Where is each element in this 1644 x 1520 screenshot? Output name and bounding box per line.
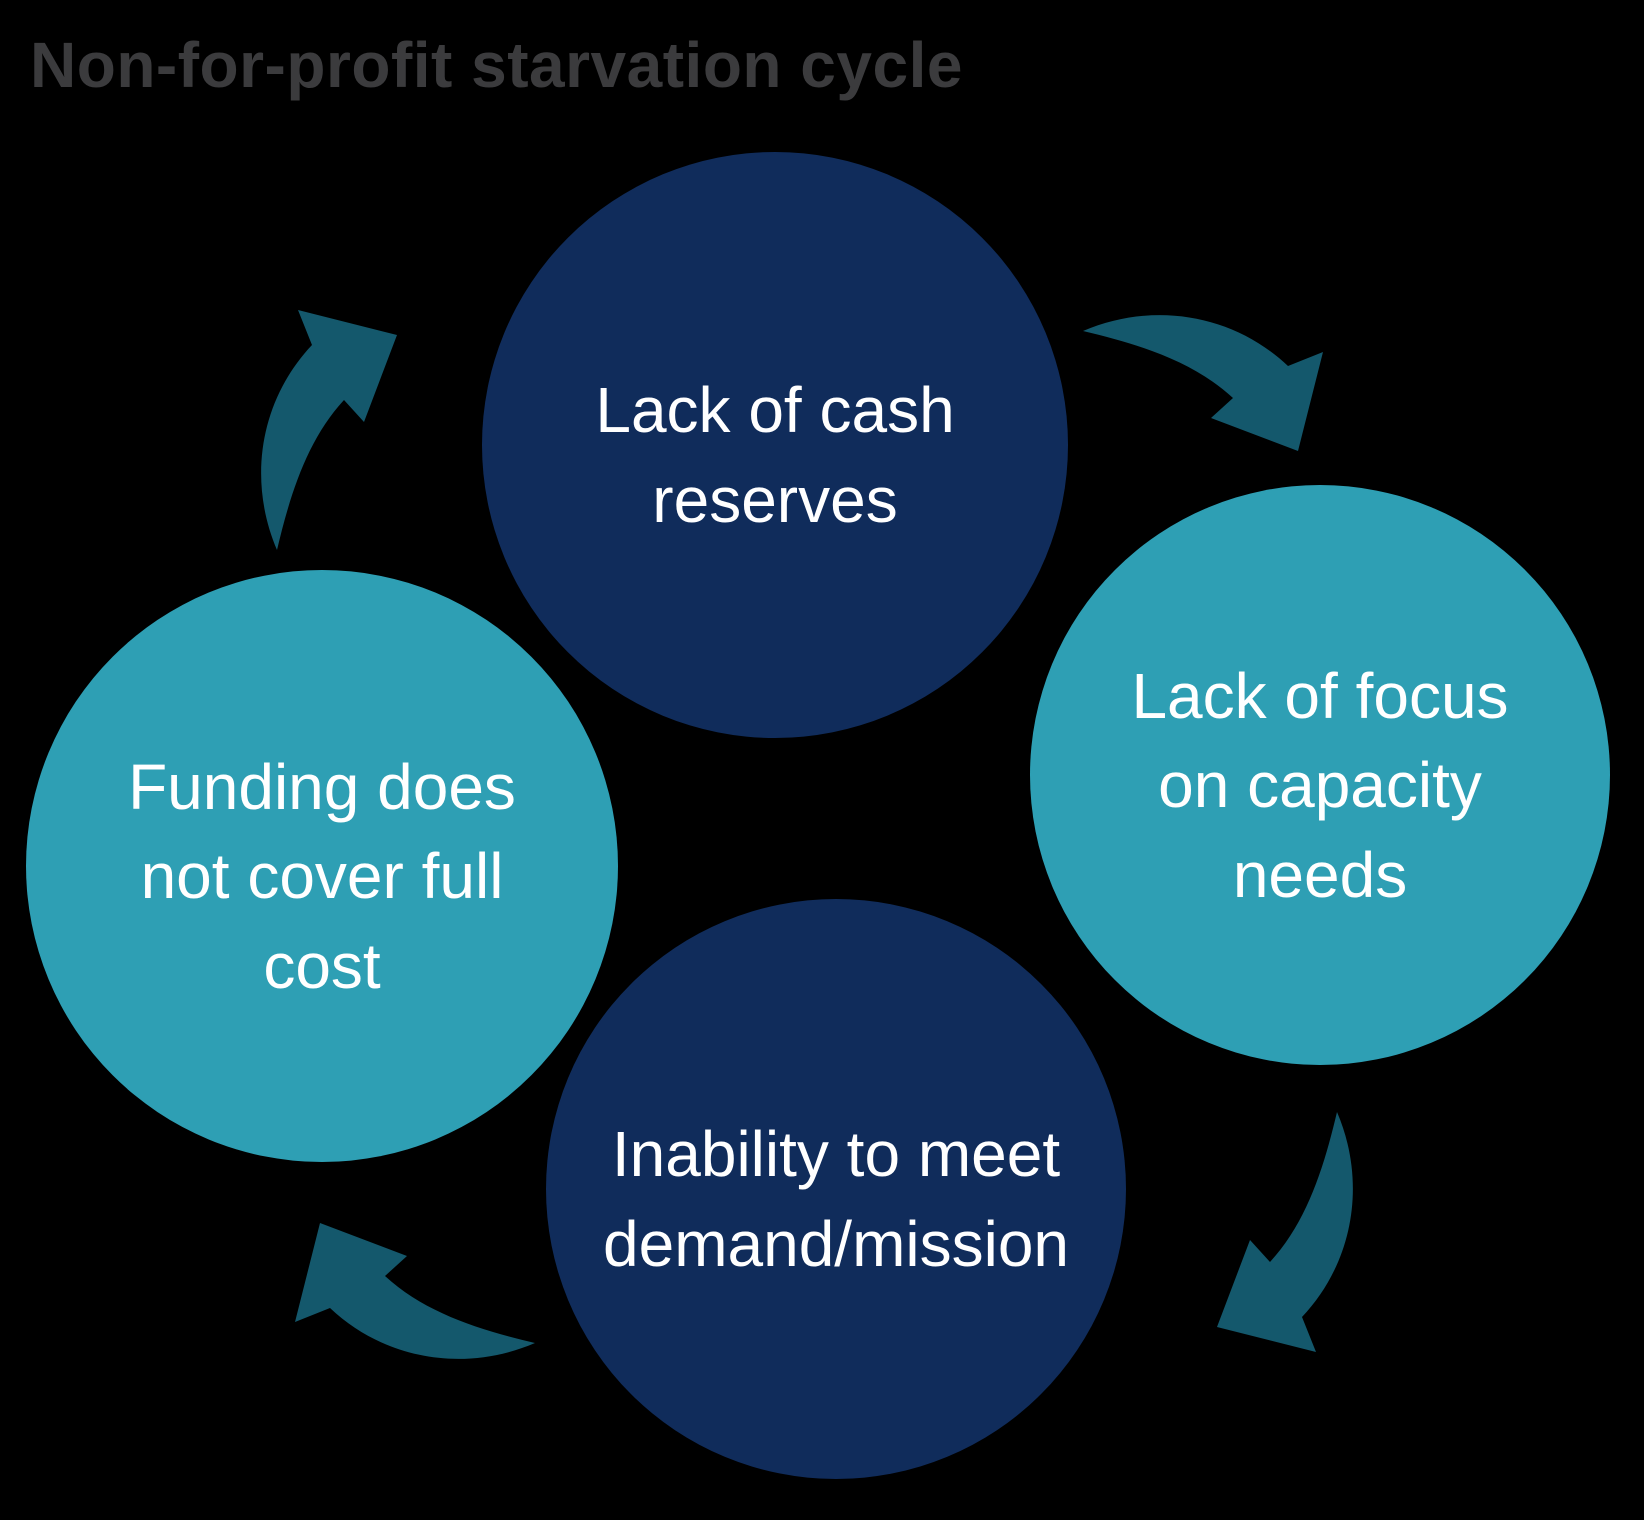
curved-arrow-left-to-top-icon [261, 310, 397, 550]
cycle-node-label: Inability to meet demand/mission [603, 1118, 1069, 1280]
curved-arrow-bottom-to-left-icon [295, 1223, 535, 1359]
cycle-node-funding-not-cover-full-cost: Funding does not cover full cost [26, 570, 618, 1162]
cycle-node-lack-of-focus-capacity-needs: Lack of focus on capacity needs [1030, 485, 1610, 1065]
cycle-node-inability-meet-demand-mission: Inability to meet demand/mission [546, 899, 1126, 1479]
cycle-node-label: Lack of cash reserves [595, 374, 955, 536]
cycle-node-label: Funding does not cover full cost [128, 750, 516, 1002]
curved-arrow-top-to-right-icon [1083, 315, 1323, 451]
curved-arrow-right-to-bottom-icon [1217, 1112, 1353, 1352]
diagram-title: Non-for-profit starvation cycle [30, 29, 963, 101]
cycle-node-label: Lack of focus on capacity needs [1131, 659, 1509, 911]
cycle-node-lack-of-cash-reserves: Lack of cash reserves [482, 152, 1068, 738]
